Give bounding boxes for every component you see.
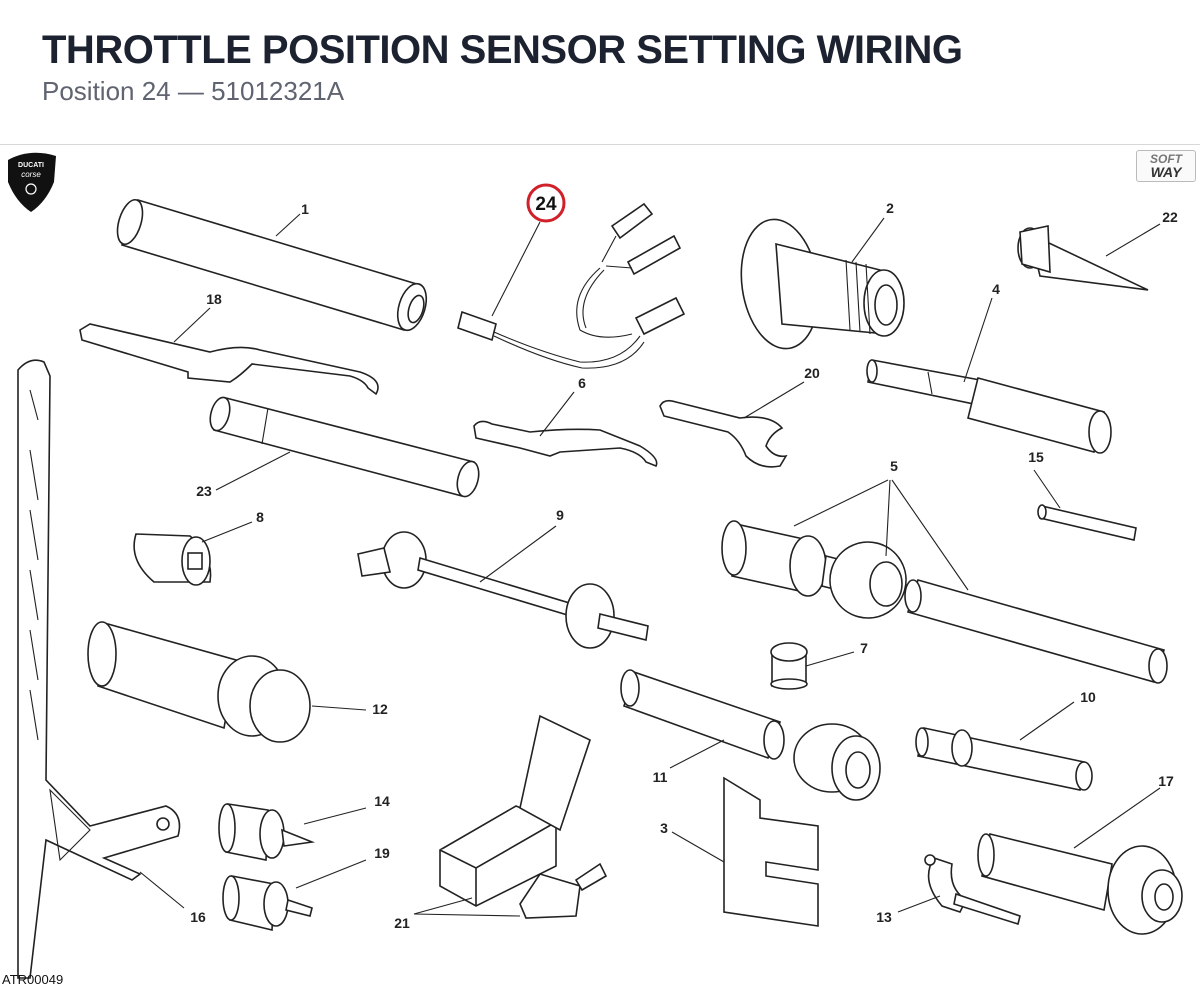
softway-badge: SOFT WAY: [1136, 150, 1196, 182]
callout-3: 3: [660, 820, 668, 836]
tool-23: [209, 396, 480, 498]
callout-11: 11: [653, 769, 668, 785]
highlight-ring: [526, 183, 566, 223]
figure-code: ATR00049: [2, 972, 64, 987]
tool-21: [439, 714, 608, 919]
callout-23: 23: [196, 483, 212, 499]
callout-7: 7: [860, 640, 868, 656]
tool-18: [79, 323, 379, 396]
tool-19: [222, 875, 313, 932]
callout-9: 9: [556, 507, 564, 523]
callout-18: 18: [206, 291, 222, 307]
tool-22: [1017, 225, 1149, 291]
callout-16: 16: [190, 909, 206, 925]
tool-11: [620, 669, 881, 801]
tool-17: [977, 833, 1183, 935]
tool-14: [218, 803, 316, 861]
tool-16: [17, 359, 181, 979]
tool-5: [721, 520, 1168, 684]
page-subtitle: Position 24 — 51012321A: [42, 76, 345, 106]
callout-20: 20: [804, 365, 820, 381]
tool-6: [473, 420, 658, 468]
logo-text-bottom: corse: [21, 170, 41, 179]
highlight-callout-24: 24: [526, 183, 566, 223]
callout-13: 13: [876, 909, 892, 925]
tool-15: [1037, 504, 1137, 541]
tool-1: [116, 198, 428, 332]
badge-line1: SOFT: [1150, 152, 1182, 166]
page-title: THROTTLE POSITION SENSOR SETTING WIRING: [42, 28, 963, 72]
callout-6: 6: [578, 375, 586, 391]
callout-4: 4: [992, 281, 1000, 297]
callout-19: 19: [374, 845, 390, 861]
tool-4: [866, 359, 1112, 454]
tool-12: [87, 621, 311, 743]
callout-5: 5: [890, 458, 898, 474]
tool-20: [659, 399, 788, 468]
callout-2: 2: [886, 200, 894, 216]
tool-7: [770, 642, 808, 690]
callout-14: 14: [374, 793, 390, 809]
callout-22: 22: [1162, 209, 1178, 225]
tool-2: [740, 218, 905, 350]
callout-17: 17: [1158, 773, 1174, 789]
callout-leaders: [139, 213, 1161, 917]
callout-1: 1: [301, 201, 309, 217]
callout-10: 10: [1080, 689, 1096, 705]
callout-21: 21: [394, 915, 410, 931]
header-divider: [0, 144, 1200, 145]
tool-3: [723, 776, 819, 927]
callout-12: 12: [372, 701, 388, 717]
badge-line2: WAY: [1150, 164, 1182, 180]
tool-24-wiring: [457, 202, 686, 369]
tool-13: [924, 854, 1021, 926]
callout-8: 8: [256, 509, 264, 525]
tool-10: [915, 727, 1093, 791]
tool-9: [357, 531, 649, 649]
callout-labels: 1 2 3 4 5 6 7 8 9 10 11 12 13 14 15 16 1…: [190, 200, 1178, 931]
callout-15: 15: [1028, 449, 1044, 465]
ducati-corse-logo: DUCATI corse: [8, 152, 56, 212]
logo-text-top: DUCATI: [18, 162, 44, 169]
highlight-label: 24: [535, 194, 557, 215]
tool-8: [133, 533, 212, 586]
